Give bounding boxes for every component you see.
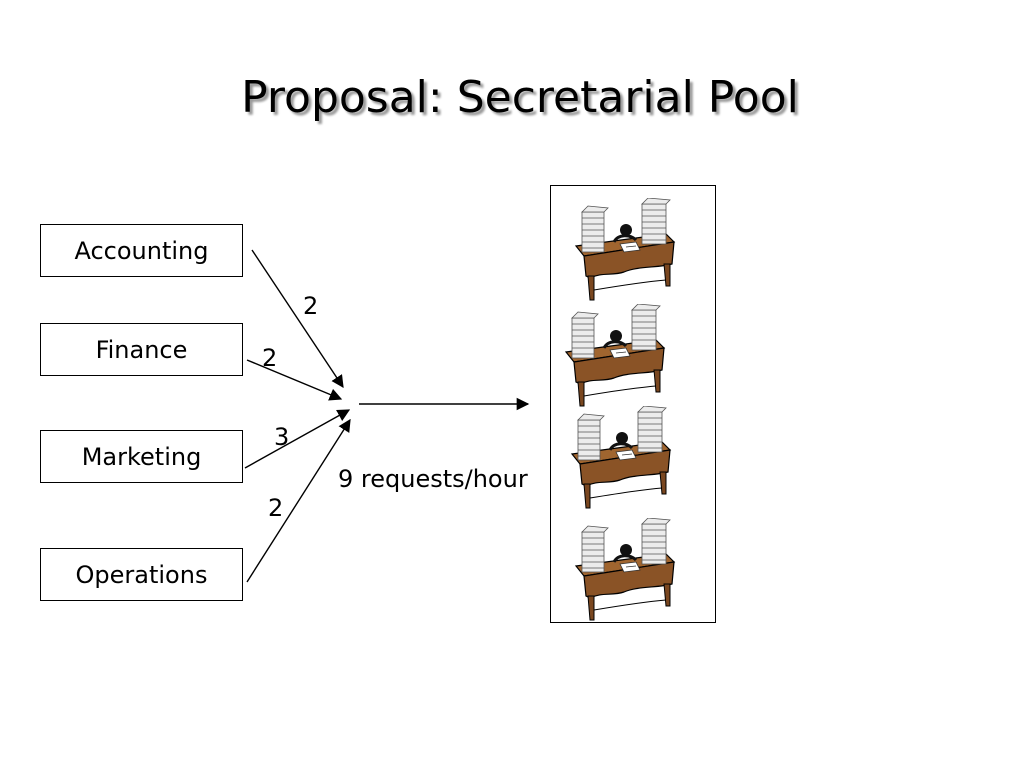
requests-operations: 2 xyxy=(268,494,284,522)
arrow-finance xyxy=(246,359,343,401)
arrow-accounting xyxy=(251,249,344,389)
dept-label-finance: Finance xyxy=(95,335,188,364)
dept-label-accounting: Accounting xyxy=(74,236,209,265)
dept-label-marketing: Marketing xyxy=(81,442,202,471)
total-rate-label: 9 requests/hour xyxy=(338,465,528,493)
dept-box-marketing: Marketing xyxy=(40,430,243,483)
arrow-marketing xyxy=(244,409,351,469)
dept-box-operations: Operations xyxy=(40,548,243,601)
secretary-desk-icon xyxy=(574,518,676,622)
slide-title: Proposal: Secretarial Pool xyxy=(241,72,799,123)
dept-box-finance: Finance xyxy=(40,323,243,376)
arrow-operations xyxy=(246,418,351,583)
secretary-desk-icon xyxy=(564,304,666,408)
dept-label-operations: Operations xyxy=(75,560,208,589)
dept-box-accounting: Accounting xyxy=(40,224,243,277)
secretary-desk-icon xyxy=(574,198,676,302)
requests-marketing: 3 xyxy=(274,423,290,451)
requests-accounting: 2 xyxy=(303,292,319,320)
secretary-desk-icon xyxy=(570,406,672,510)
requests-finance: 2 xyxy=(262,344,278,372)
